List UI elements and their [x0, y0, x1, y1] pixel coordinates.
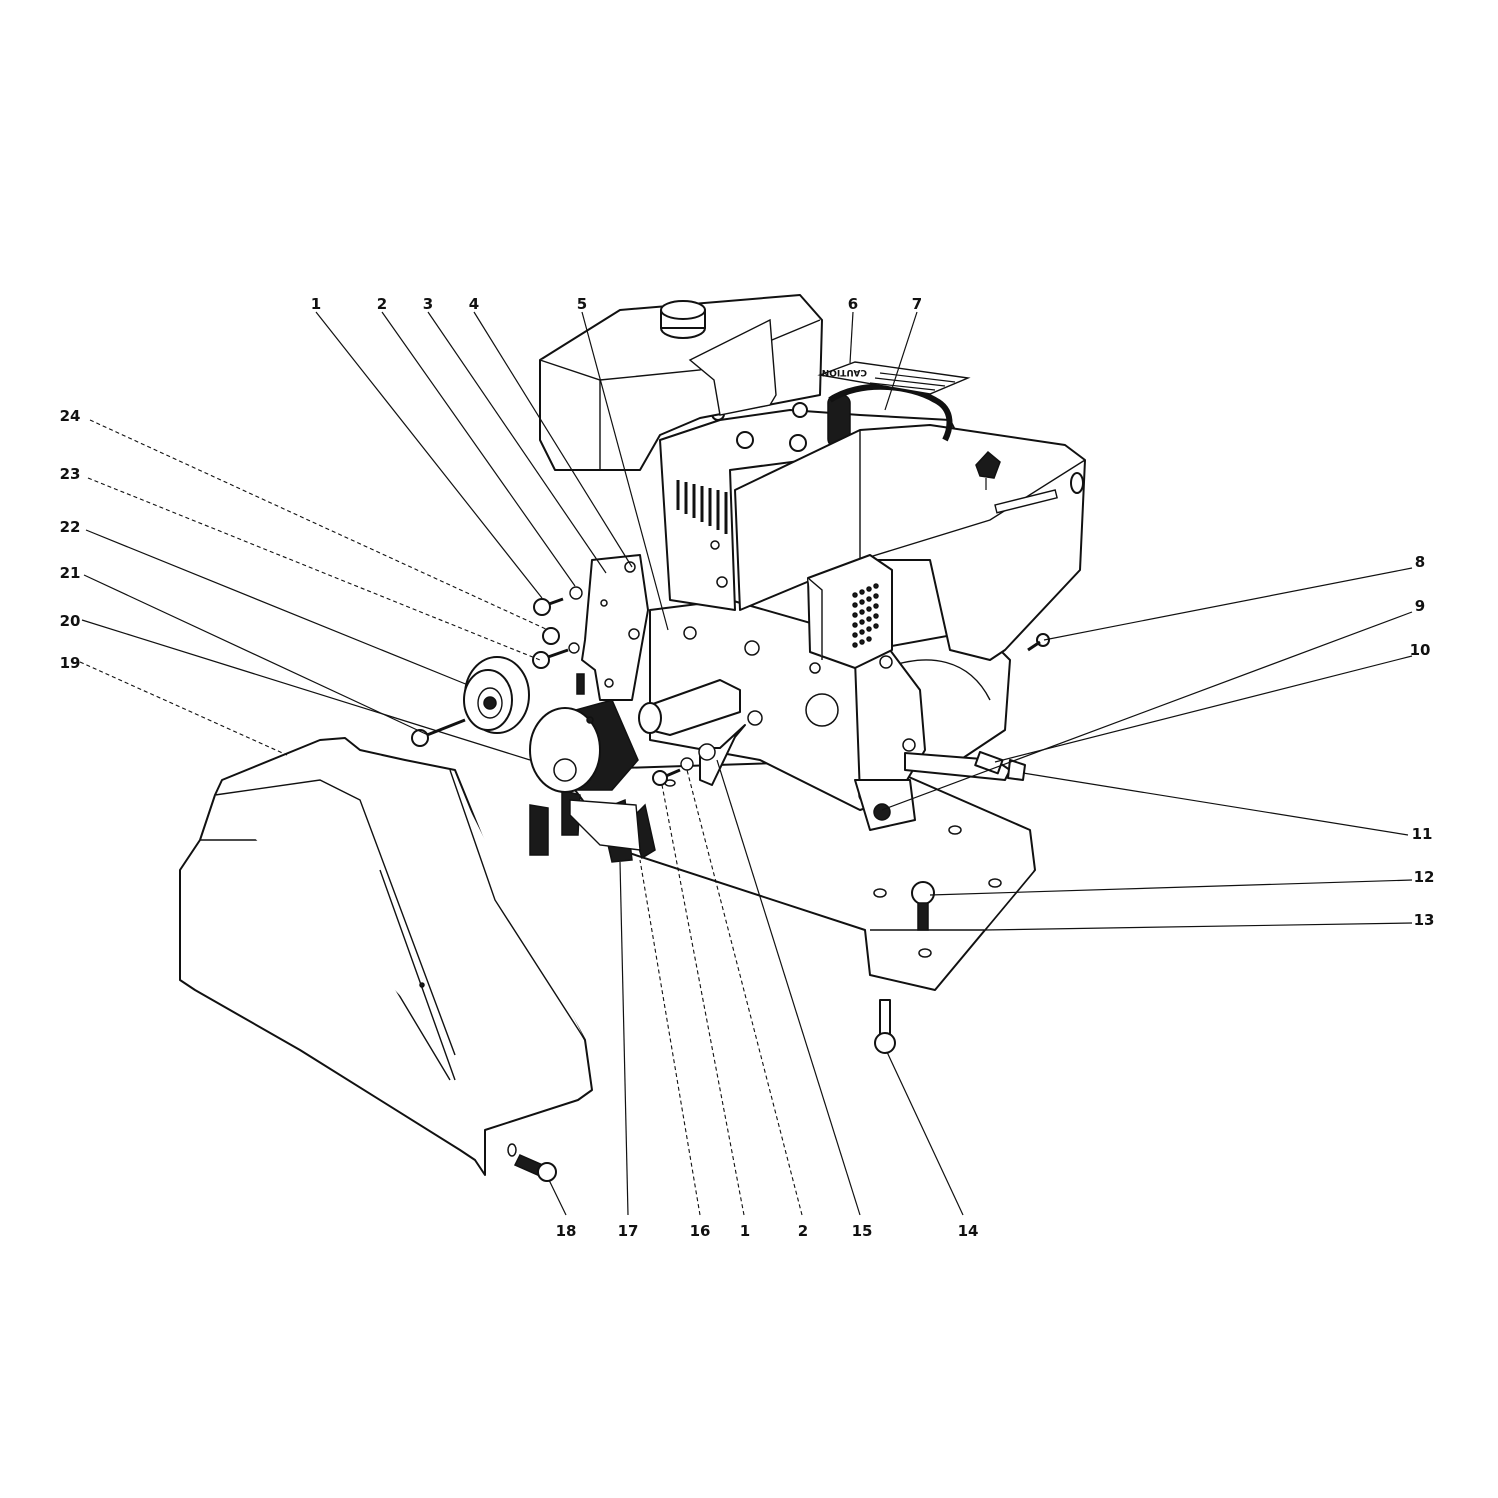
- fuel-tank: [539, 294, 823, 471]
- callout-15: 15: [852, 1222, 873, 1240]
- callout-labels: 1 2 3 4 5 6 7 8 9 10 11 12 13 14 15 2 1 …: [60, 295, 1435, 1240]
- cooling-fins: [676, 480, 728, 534]
- air-cleaner: [807, 554, 893, 669]
- callout-18: 18: [556, 1222, 577, 1240]
- belt-cover: [179, 737, 593, 1176]
- callout-2-bottom: 2: [798, 1222, 808, 1240]
- callout-21: 21: [60, 564, 81, 582]
- caution-decal: CAUTION: [817, 361, 971, 395]
- callout-9: 9: [1415, 597, 1425, 615]
- callout-19: 19: [60, 654, 81, 672]
- callout-1-top: 1: [311, 295, 321, 313]
- drive-pulley: [529, 699, 656, 863]
- callout-12: 12: [1414, 868, 1435, 886]
- callout-14: 14: [958, 1222, 979, 1240]
- callout-22: 22: [60, 518, 81, 536]
- callout-10: 10: [1410, 641, 1431, 659]
- spark-plug-wire: [828, 383, 953, 442]
- caution-decal-text: CAUTION: [822, 367, 867, 377]
- callout-23: 23: [60, 465, 81, 483]
- callout-20: 20: [60, 612, 81, 630]
- callout-5: 5: [577, 295, 587, 313]
- blower-housing: [734, 424, 1086, 661]
- callout-8: 8: [1415, 553, 1425, 571]
- callout-13: 13: [1414, 911, 1435, 929]
- callout-17: 17: [618, 1222, 639, 1240]
- hardware: [411, 586, 1050, 1182]
- callout-6: 6: [848, 295, 858, 313]
- idler-pulley: [463, 656, 530, 734]
- callout-7: 7: [912, 295, 922, 313]
- callout-24: 24: [60, 407, 81, 425]
- callout-4: 4: [469, 295, 479, 313]
- base-plate: [559, 759, 1036, 991]
- callout-3: 3: [423, 295, 433, 313]
- leader-lines: [79, 311, 1413, 1216]
- idler-bracket: [581, 554, 649, 701]
- callout-16: 16: [690, 1222, 711, 1240]
- callout-11: 11: [1412, 825, 1433, 843]
- callout-1-bottom: 1: [740, 1222, 750, 1240]
- callout-2-top: 2: [377, 295, 387, 313]
- air-cleaner-vents: [852, 583, 879, 648]
